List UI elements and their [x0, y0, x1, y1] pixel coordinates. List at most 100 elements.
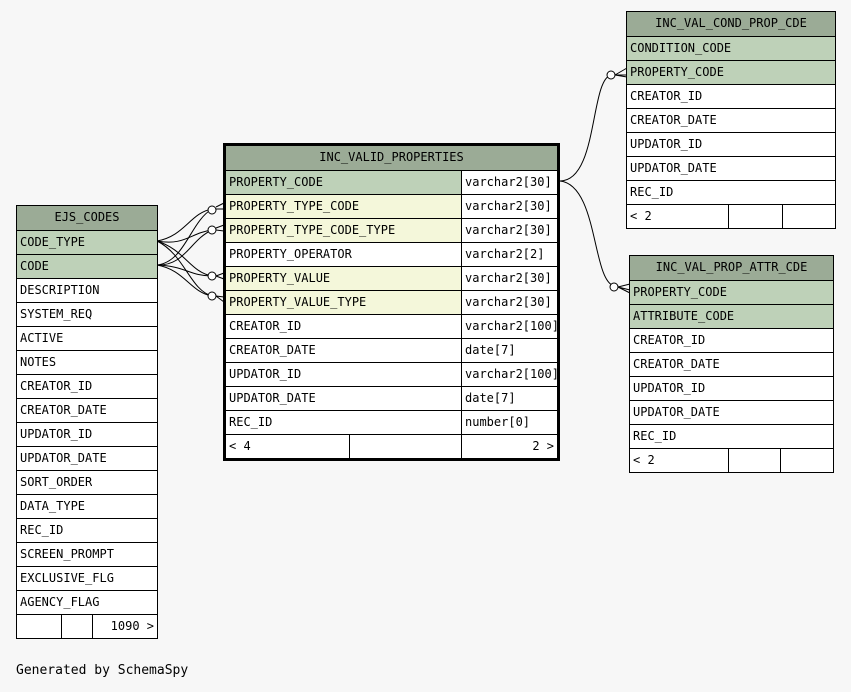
table-row: CREATOR_ID	[627, 84, 835, 108]
table-row: CREATOR_ID	[630, 328, 833, 352]
generated-by-label: Generated by SchemaSpy	[16, 663, 189, 678]
table-row: UPDATOR_DATE date[7]	[226, 386, 557, 410]
table-ejs-codes[interactable]: EJS_CODES CODE_TYPE CODE DESCRIPTION SYS…	[16, 205, 158, 639]
column-type: varchar2[30]	[461, 171, 557, 194]
column-name: UPDATOR_DATE	[630, 161, 717, 175]
column-name: NOTES	[20, 355, 57, 369]
column-type: varchar2[30]	[461, 195, 557, 218]
column-name: CODE_TYPE	[20, 235, 86, 249]
column-name: CREATOR_ID	[229, 319, 302, 333]
table-row: AGENCY_FLAG	[17, 590, 157, 614]
relation-line	[156, 264, 213, 277]
column-name: PROPERTY_TYPE_CODE_TYPE	[229, 223, 396, 237]
column-type: number[0]	[461, 411, 557, 434]
column-type: varchar2[30]	[461, 219, 557, 242]
column-type: varchar2[2]	[461, 243, 557, 266]
relation-line	[156, 208, 213, 242]
table-row: UPDATOR_DATE	[17, 446, 157, 470]
table-footer: 1090 >	[17, 614, 157, 638]
column-name: REC_ID	[630, 185, 674, 199]
column-name: DATA_TYPE	[20, 499, 86, 513]
relation-line	[156, 229, 213, 243]
column-type: date[7]	[461, 339, 557, 362]
parents-count[interactable]: < 2	[633, 453, 655, 467]
column-name: EXCLUSIVE_FLG	[20, 571, 114, 585]
column-type: varchar2[100]	[461, 363, 557, 386]
table-row: REC_ID	[627, 180, 835, 204]
table-row: UPDATOR_ID varchar2[100]	[226, 362, 557, 386]
column-name: UPDATOR_ID	[20, 427, 93, 441]
column-name: PROPERTY_TYPE_CODE	[229, 199, 360, 213]
relation-line	[156, 240, 213, 297]
table-row: DATA_TYPE	[17, 494, 157, 518]
column-name: ACTIVE	[20, 331, 64, 345]
column-name: CODE	[20, 259, 49, 273]
column-name: CREATOR_DATE	[20, 403, 107, 417]
table-row: ACTIVE	[17, 326, 157, 350]
table-row: CREATOR_DATE	[627, 108, 835, 132]
table-row: UPDATOR_ID	[630, 376, 833, 400]
table-footer: < 4 2 >	[226, 434, 557, 458]
table-inc-valid-properties[interactable]: INC_VALID_PROPERTIES PROPERTY_CODE varch…	[223, 143, 560, 461]
table-row: PROPERTY_OPERATOR varchar2[2]	[226, 242, 557, 266]
children-count[interactable]: 2 >	[461, 435, 557, 458]
column-name: SYSTEM_REQ	[20, 307, 93, 321]
column-name: UPDATOR_ID	[229, 367, 302, 381]
table-row: ATTRIBUTE_CODE	[630, 304, 833, 328]
relation-line	[156, 240, 213, 277]
table-row: CREATOR_ID varchar2[100]	[226, 314, 557, 338]
parents-count[interactable]: < 2	[630, 209, 652, 223]
table-footer: < 2	[630, 448, 833, 472]
column-name: DESCRIPTION	[20, 283, 100, 297]
table-row: SORT_ORDER	[17, 470, 157, 494]
column-name: REC_ID	[229, 415, 273, 429]
table-row: CREATOR_DATE	[630, 352, 833, 376]
table-header: INC_VALID_PROPERTIES	[226, 146, 557, 170]
table-row: PROPERTY_CODE	[627, 60, 835, 84]
table-row: CONDITION_CODE	[627, 36, 835, 60]
column-name: AGENCY_FLAG	[20, 595, 100, 609]
table-header: EJS_CODES	[17, 206, 157, 230]
table-row: CODE	[17, 254, 157, 278]
table-row: PROPERTY_TYPE_CODE_TYPE varchar2[30]	[226, 218, 557, 242]
table-inc-val-cond-prop-cde[interactable]: INC_VAL_COND_PROP_CDE CONDITION_CODE PRO…	[626, 11, 836, 229]
table-row: NOTES	[17, 350, 157, 374]
column-name: CREATOR_DATE	[633, 357, 720, 371]
column-name: CONDITION_CODE	[630, 41, 732, 55]
table-row: SYSTEM_REQ	[17, 302, 157, 326]
table-row: UPDATOR_ID	[17, 422, 157, 446]
table-row: DESCRIPTION	[17, 278, 157, 302]
table-row: PROPERTY_VALUE_TYPE varchar2[30]	[226, 290, 557, 314]
table-row: CREATOR_DATE date[7]	[226, 338, 557, 362]
table-inc-val-prop-attr-cde[interactable]: INC_VAL_PROP_ATTR_CDE PROPERTY_CODE ATTR…	[629, 255, 834, 473]
column-name: CREATOR_DATE	[630, 113, 717, 127]
table-row: SCREEN_PROMPT	[17, 542, 157, 566]
table-row: CODE_TYPE	[17, 230, 157, 254]
column-name: PROPERTY_CODE	[229, 175, 323, 189]
relation-line	[559, 74, 612, 182]
table-row: PROPERTY_VALUE varchar2[30]	[226, 266, 557, 290]
relation-line	[156, 264, 213, 297]
column-type: date[7]	[461, 387, 557, 410]
relation-line	[156, 208, 213, 266]
table-row: UPDATOR_ID	[627, 132, 835, 156]
table-row: PROPERTY_CODE varchar2[30]	[226, 170, 557, 194]
column-name: PROPERTY_VALUE	[229, 271, 331, 285]
table-footer: < 2	[627, 204, 835, 228]
table-header: INC_VAL_PROP_ATTR_CDE	[630, 256, 833, 280]
children-count[interactable]: 1090 >	[92, 615, 157, 638]
column-name: ATTRIBUTE_CODE	[633, 309, 735, 323]
column-name: PROPERTY_CODE	[630, 65, 724, 79]
table-header: INC_VAL_COND_PROP_CDE	[627, 12, 835, 36]
column-name: CREATOR_DATE	[229, 343, 316, 357]
column-type: varchar2[30]	[461, 291, 557, 314]
column-type: varchar2[100]	[461, 315, 557, 338]
column-name: UPDATOR_DATE	[20, 451, 107, 465]
relation-line	[559, 180, 615, 287]
column-name: PROPERTY_VALUE_TYPE	[229, 295, 367, 309]
table-row: REC_ID	[630, 424, 833, 448]
table-row: UPDATOR_DATE	[630, 400, 833, 424]
parents-count[interactable]: < 4	[229, 439, 251, 453]
column-name: CREATOR_ID	[633, 333, 706, 347]
